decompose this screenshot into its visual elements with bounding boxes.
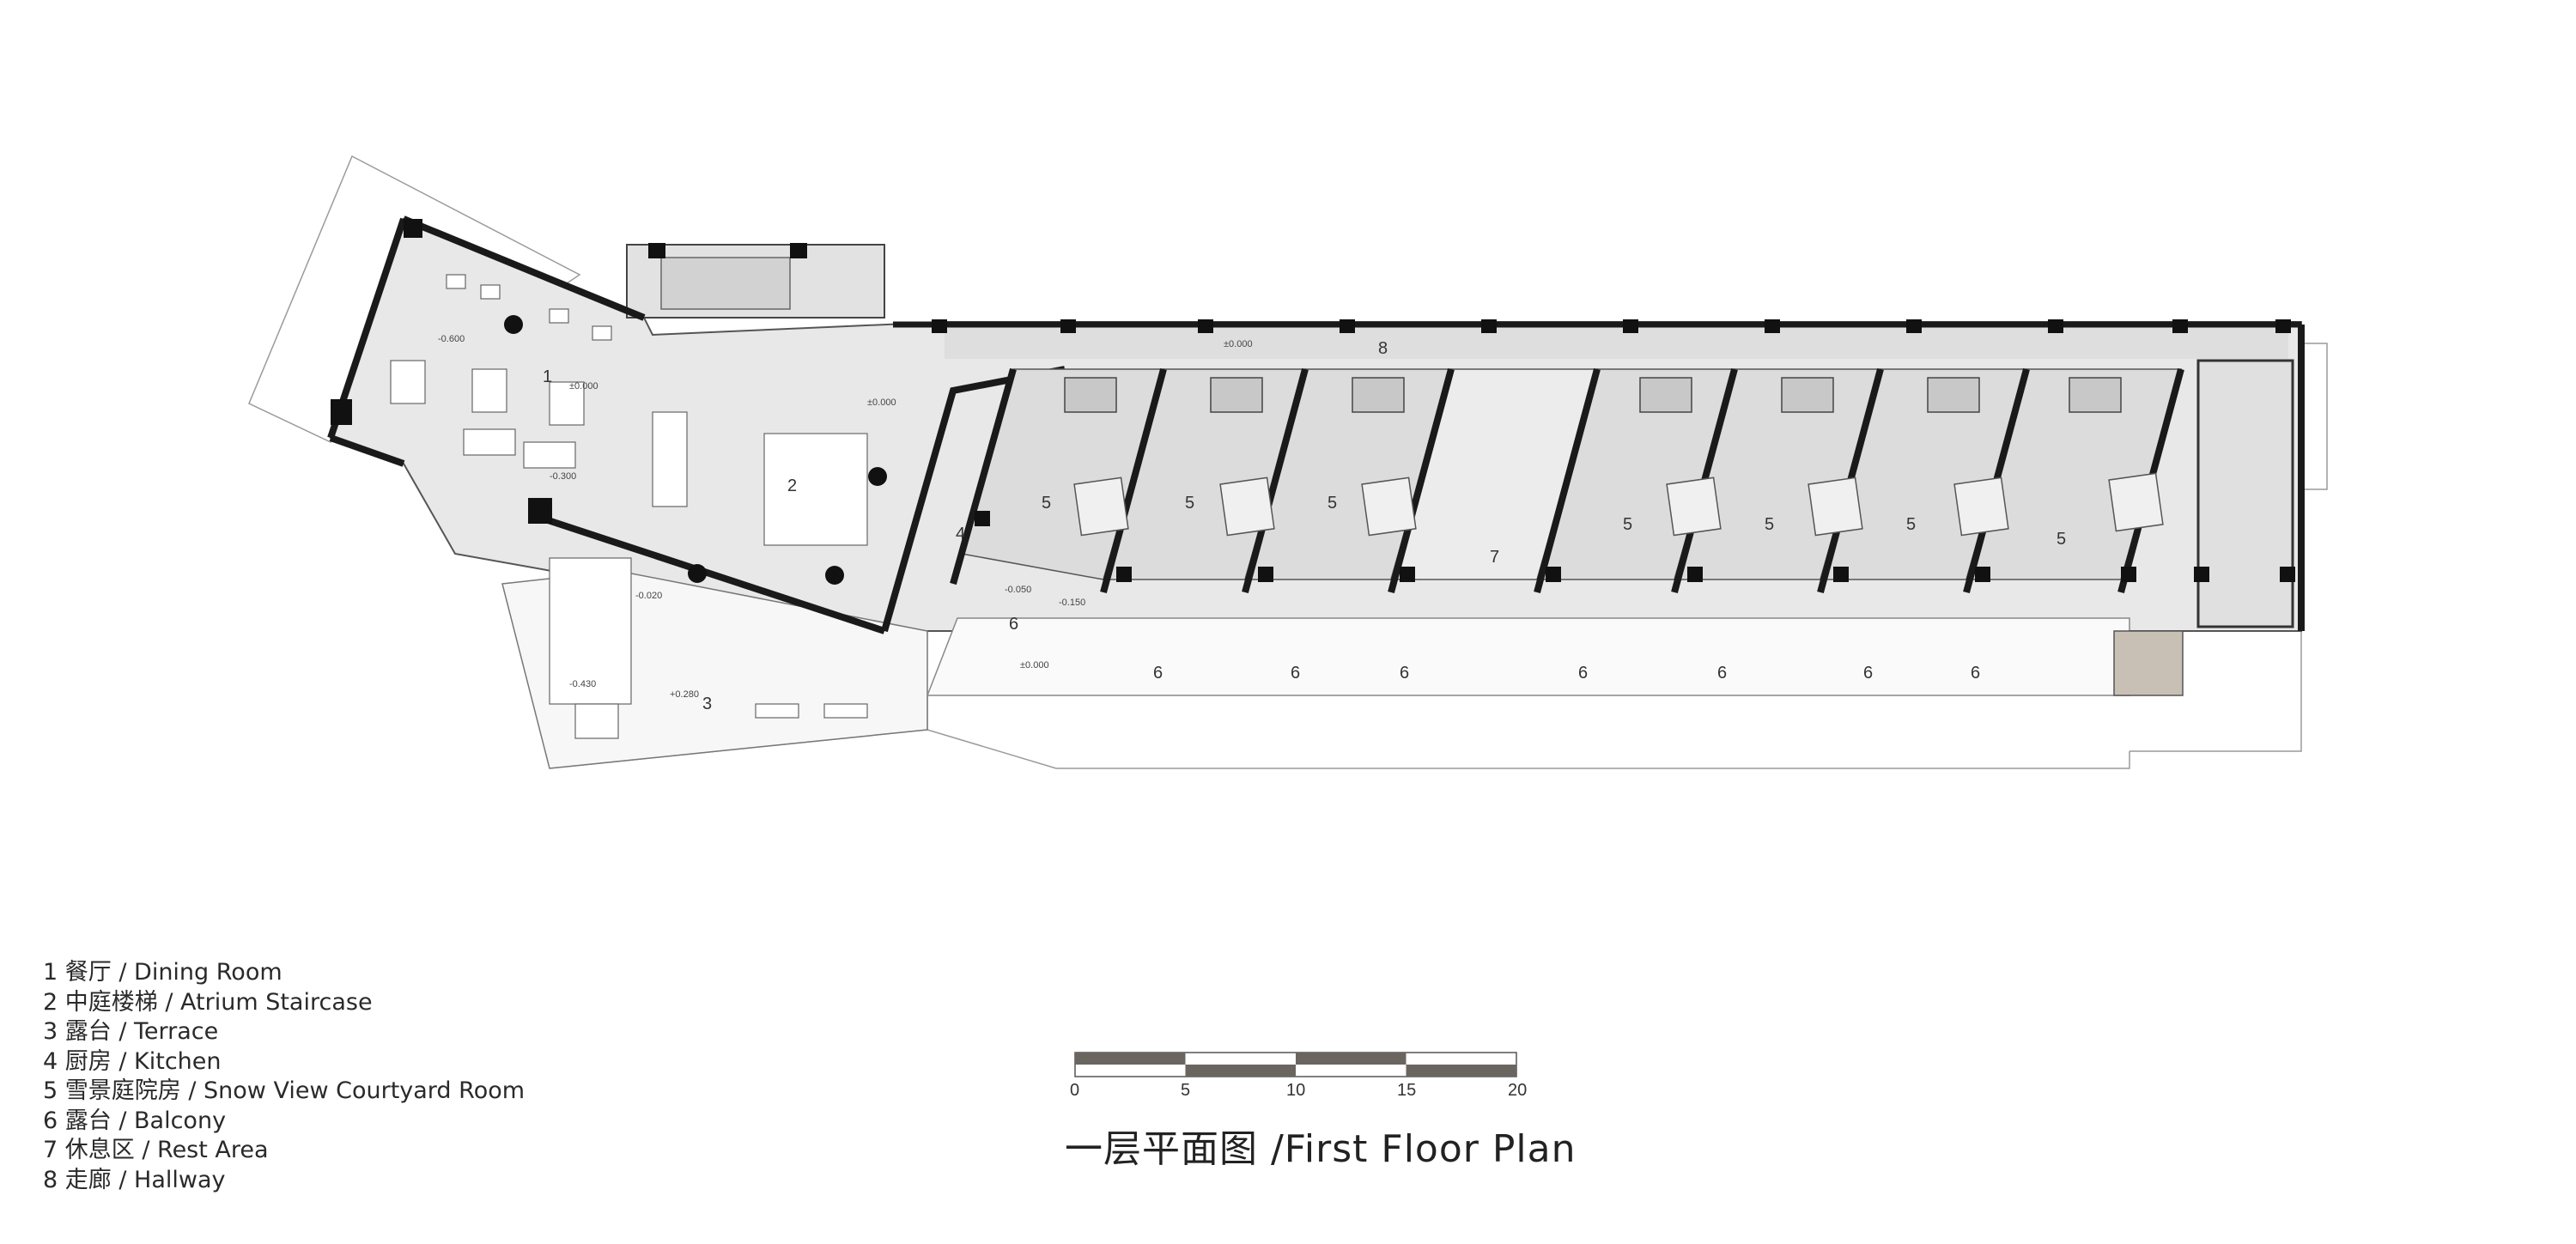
- room-number-balcony: 6: [1863, 664, 1873, 683]
- scale-tick: 20: [1508, 1081, 1527, 1100]
- room-number-staircase: 2: [787, 476, 797, 495]
- plan-title: 一层平面图 /First Floor Plan: [1065, 1127, 1577, 1171]
- room-number-dining: 1: [543, 367, 552, 386]
- room-number-balcony: 6: [1400, 664, 1409, 683]
- room-number-room: 5: [1623, 515, 1632, 534]
- room-number-balcony: 6: [1009, 615, 1018, 634]
- legend-item: 8 走廊 / Hallway: [43, 1166, 226, 1193]
- guest-rooms: [950, 367, 2184, 594]
- dining-furniture: [390, 274, 868, 739]
- room-number-room: 5: [1042, 494, 1051, 513]
- room-number-terrace: 3: [702, 695, 712, 713]
- legend: 1 餐厅 / Dining Room 2 中庭楼梯 / Atrium Stair…: [43, 958, 525, 1195]
- room-number-balcony: 6: [1717, 664, 1727, 683]
- level-marker: +0.280: [670, 689, 699, 700]
- room-number-balcony: 6: [1971, 664, 1980, 683]
- room-labels: 1 2 3 4 8 7 5 5 5 5 5 5 5 6 6 6 6 6 6 6 …: [543, 339, 2066, 713]
- room-number-room: 5: [1185, 494, 1194, 513]
- scale-tick: 10: [1286, 1081, 1305, 1100]
- level-marker: ±0.000: [867, 397, 896, 408]
- level-marker: ±0.000: [569, 381, 598, 391]
- scale-tick: 5: [1181, 1081, 1190, 1100]
- legend-item: 7 休息区 / Rest Area: [43, 1137, 269, 1163]
- scale-tick: 15: [1397, 1081, 1416, 1100]
- legend-item: 2 中庭楼梯 / Atrium Staircase: [43, 988, 373, 1016]
- legend-item: 6 露台 / Balcony: [43, 1107, 227, 1134]
- exterior-walls: [327, 215, 2305, 634]
- scale-bar: 0 5 10 15 20: [1070, 1052, 1527, 1100]
- level-marker: -0.020: [635, 591, 662, 601]
- level-marker: -0.300: [550, 471, 576, 482]
- room-number-room: 5: [1906, 515, 1916, 534]
- room-number-balcony: 6: [1578, 664, 1588, 683]
- room-number-room: 5: [1327, 494, 1337, 513]
- room-number-room: 5: [2057, 530, 2066, 549]
- structural-columns: [331, 219, 2295, 585]
- level-marker: -0.150: [1059, 598, 1085, 608]
- level-markers: -0.600 ±0.000 -0.300 ±0.000 -0.020 -0.43…: [438, 334, 1253, 700]
- legend-item: 3 露台 / Terrace: [43, 1018, 219, 1045]
- room-number-balcony: 6: [1153, 664, 1163, 683]
- level-marker: -0.050: [1005, 585, 1031, 595]
- room-number-room: 5: [1765, 515, 1774, 534]
- room-number-kitchen: 4: [956, 525, 965, 543]
- level-marker: -0.600: [438, 334, 465, 344]
- scale-tick: 0: [1070, 1081, 1079, 1100]
- legend-item: 5 雪景庭院房 / Snow View Courtyard Room: [43, 1077, 526, 1104]
- legend-item: 4 厨房 / Kitchen: [43, 1047, 222, 1075]
- legend-item: 1 餐厅 / Dining Room: [43, 959, 283, 986]
- level-marker: ±0.000: [1020, 660, 1049, 671]
- level-marker: ±0.000: [1224, 339, 1253, 349]
- room-number-balcony: 6: [1291, 664, 1300, 683]
- room-number-hallway: 8: [1378, 339, 1388, 358]
- room-number-rest: 7: [1490, 548, 1499, 567]
- level-marker: -0.430: [569, 679, 596, 689]
